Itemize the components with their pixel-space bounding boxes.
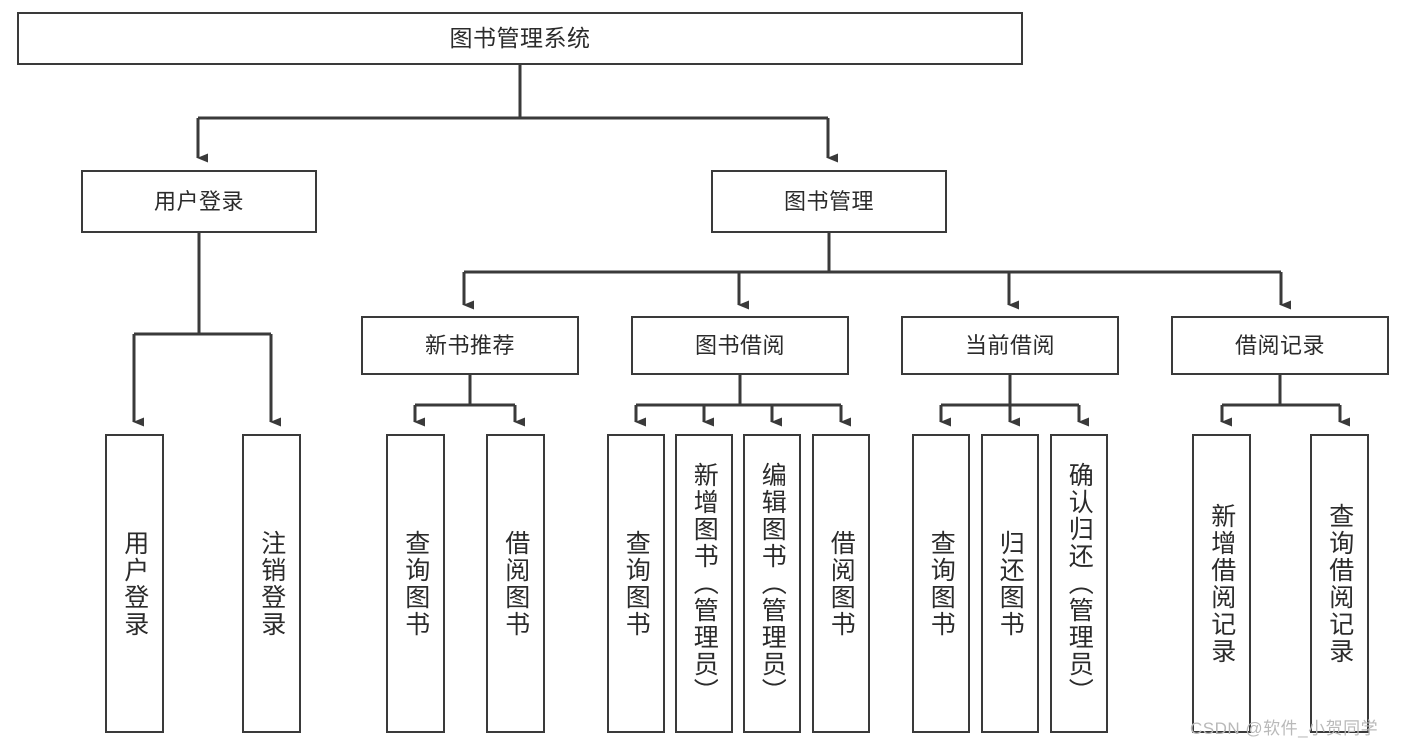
node-borrow-record-label: 借阅记录	[1234, 332, 1325, 358]
leaf-add-borrow-record[interactable]: 新增借阅记录	[1192, 434, 1251, 733]
leaf-return-book[interactable]: 归还图书	[981, 434, 1039, 733]
leaf-add-borrow-record-label: 新增借阅记录	[1207, 502, 1236, 665]
leaf-borrow-book-2-label: 借阅图书	[827, 529, 856, 638]
leaf-logout-login-label: 注销登录	[257, 529, 286, 638]
leaf-user-login-label: 用户登录	[120, 529, 149, 638]
node-root-label: 图书管理系统	[449, 25, 591, 52]
node-new-book-recommend-label: 新书推荐	[424, 332, 515, 358]
leaf-user-login[interactable]: 用户登录	[105, 434, 164, 733]
leaf-query-borrow-record-label: 查询借阅记录	[1325, 502, 1354, 665]
leaf-confirm-return-admin[interactable]: 确认归还（管理员）	[1050, 434, 1108, 733]
node-new-book-recommend[interactable]: 新书推荐	[361, 316, 579, 375]
leaf-confirm-return-admin-label: 确认归还（管理员）	[1065, 462, 1094, 705]
node-book-borrow[interactable]: 图书借阅	[631, 316, 849, 375]
leaf-query-book-2-label: 查询图书	[622, 529, 651, 638]
node-root[interactable]: 图书管理系统	[17, 12, 1023, 65]
leaf-borrow-book-1-label: 借阅图书	[501, 529, 530, 638]
leaf-query-book-2[interactable]: 查询图书	[607, 434, 665, 733]
leaf-query-book-3-label: 查询图书	[927, 529, 956, 638]
leaf-add-book-admin[interactable]: 新增图书（管理员）	[675, 434, 733, 733]
node-book-manage-label: 图书管理	[783, 188, 874, 214]
node-current-borrow[interactable]: 当前借阅	[901, 316, 1119, 375]
node-user-login-label: 用户登录	[153, 188, 244, 214]
leaf-borrow-book-1[interactable]: 借阅图书	[486, 434, 545, 733]
leaf-borrow-book-2[interactable]: 借阅图书	[812, 434, 870, 733]
leaf-query-book-3[interactable]: 查询图书	[912, 434, 970, 733]
leaf-add-book-admin-label: 新增图书（管理员）	[690, 462, 719, 705]
leaf-query-book-1-label: 查询图书	[401, 529, 430, 638]
node-borrow-record[interactable]: 借阅记录	[1171, 316, 1389, 375]
node-current-borrow-label: 当前借阅	[964, 332, 1055, 358]
node-book-borrow-label: 图书借阅	[694, 332, 785, 358]
leaf-edit-book-admin[interactable]: 编辑图书（管理员）	[743, 434, 801, 733]
leaf-edit-book-admin-label: 编辑图书（管理员）	[758, 462, 787, 705]
csdn-watermark: CSDN @软件_小贺同学	[1190, 719, 1379, 738]
node-book-manage[interactable]: 图书管理	[711, 170, 947, 233]
leaf-query-borrow-record[interactable]: 查询借阅记录	[1310, 434, 1369, 733]
leaf-query-book-1[interactable]: 查询图书	[386, 434, 445, 733]
leaf-return-book-label: 归还图书	[996, 529, 1025, 638]
leaf-logout-login[interactable]: 注销登录	[242, 434, 301, 733]
node-user-login[interactable]: 用户登录	[81, 170, 317, 233]
